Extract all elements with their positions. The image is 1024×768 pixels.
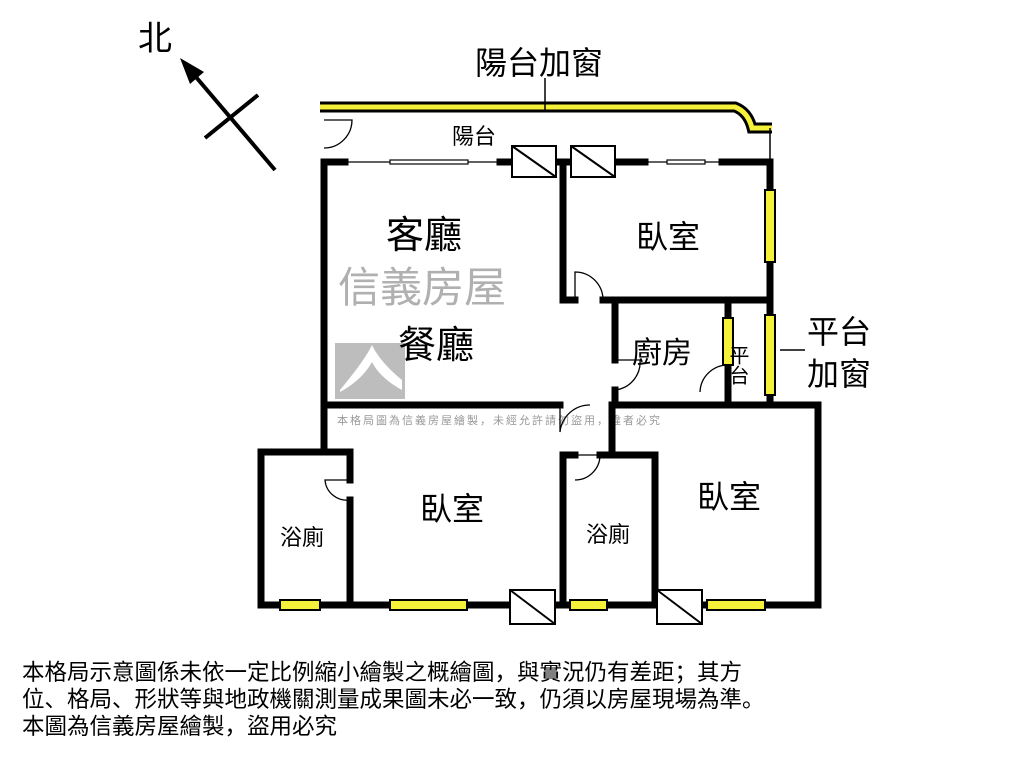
balcony-window-label: 陽台加窗 [475,44,603,82]
svg-text:平台: 平台 [726,345,750,385]
disclaimer-line: 本格局示意圖係未依一定比例縮小繪製之概繪圖，與實況仍有差距；其方 [22,660,743,686]
bedroom-sw-label: 臥室 [420,490,484,528]
north-arrow-icon [180,58,277,172]
door-swing [323,119,729,501]
living-room-label: 客廳 [386,213,462,257]
bedroom-ne-label: 臥室 [636,218,700,256]
platform-window-label-2: 加窗 [807,355,871,393]
sliding-door [345,159,722,165]
bathroom-e-label: 浴廁 [586,523,630,548]
disclaimer-line: 本圖為信義房屋繪製，盜用必究 [22,714,338,740]
windows [279,189,776,611]
watermark-brand: 信義房屋 [338,263,506,312]
platform-window-label-1: 平台 [807,313,871,351]
watermark-logo [335,343,405,399]
disclaimer: 本格局示意圖係未依一定比例縮小繪製之概繪圖，與實況仍有差距；其方 位、格局、形狀… [22,660,1012,741]
ac-unit-icon [509,145,703,625]
disclaimer-line: 位、格局、形狀等與地政機關測量成果圖未必一致，仍須以房屋現場為準。 [22,687,765,713]
dining-room-label: 餐廳 [398,323,474,367]
kitchen-label: 廚房 [632,336,692,371]
watermark-notice: 本格局圖為信義房屋繪製，未經允許請勿盜用，違者必究 [337,413,662,427]
compass-label: 北 [138,19,172,59]
balcony-window-rail [320,101,772,134]
platform-label: 平台 [726,345,750,385]
bedroom-se-label: 臥室 [697,478,761,516]
balcony-label: 陽台 [452,125,496,150]
bathroom-w-label: 浴廁 [280,526,324,551]
